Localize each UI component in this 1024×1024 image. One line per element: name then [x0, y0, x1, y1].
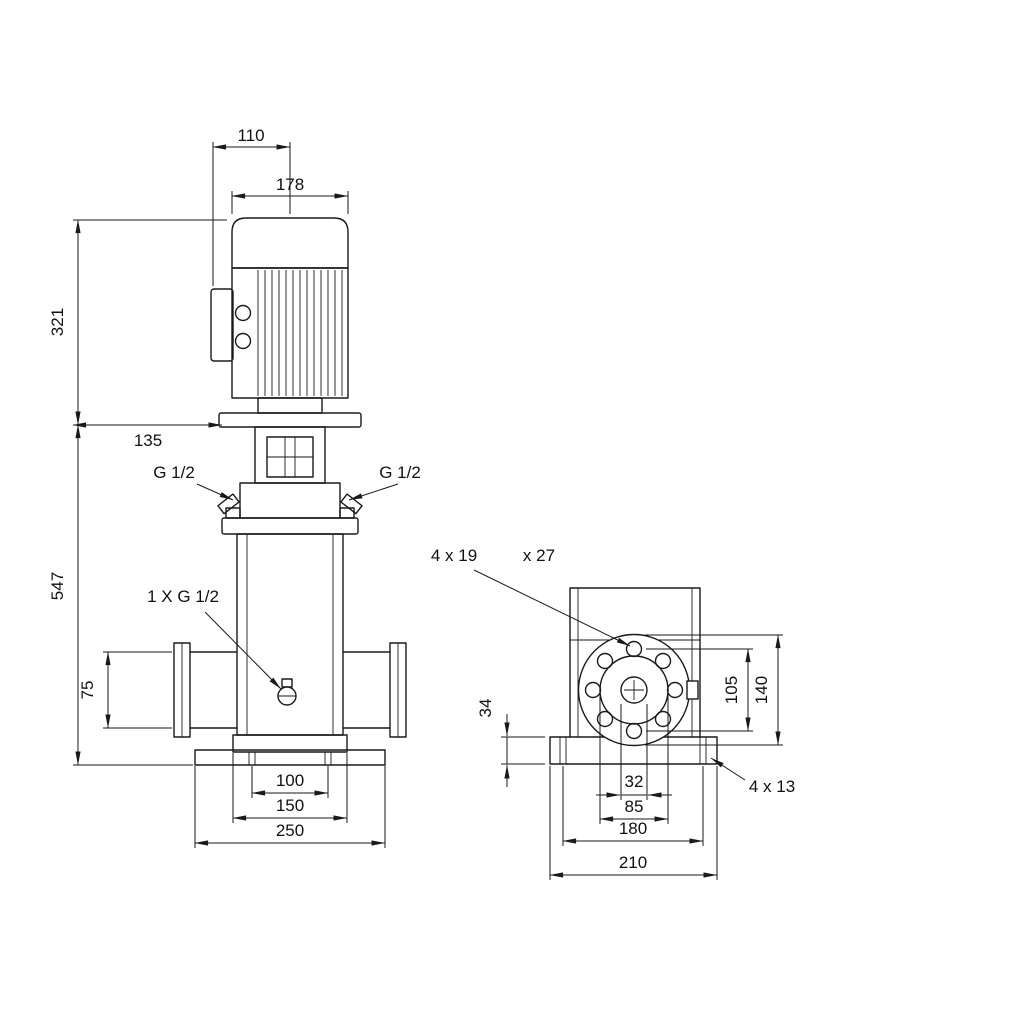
base-upper-plate — [232, 734, 348, 753]
pump-body-side — [569, 587, 701, 738]
staybolt-nut-left — [225, 507, 241, 519]
bolt-hole — [654, 710, 672, 728]
base — [194, 734, 386, 766]
head-flange — [221, 517, 359, 535]
terminal-box — [210, 288, 234, 362]
dim-135-label: 135 — [134, 431, 162, 450]
ext-75 — [103, 651, 172, 729]
bolt-hole — [654, 652, 672, 670]
base-feet — [194, 749, 386, 766]
pump-head-block — [239, 482, 341, 519]
ext-34 — [501, 736, 545, 765]
g12-right-label: G 1/2 — [379, 463, 421, 482]
dimensions-front: 110 178 321 135 547 75 100 150 250 — [48, 126, 421, 848]
bolt-hole — [596, 652, 614, 670]
discharge-flange-face — [577, 633, 699, 747]
dim-150-label: 150 — [276, 796, 304, 815]
base-bolt-holes-side — [559, 737, 707, 764]
ext-210 — [549, 766, 718, 880]
dim-110-label: 110 — [237, 126, 264, 145]
ext-110 — [212, 142, 291, 286]
ext-105 — [646, 648, 753, 732]
discharge-flange-right — [342, 642, 407, 738]
ext-180 — [562, 766, 704, 846]
base-bolt-slots — [248, 752, 332, 765]
center-mark — [624, 680, 644, 700]
dim-178-label: 178 — [276, 175, 304, 194]
ext-32 — [620, 704, 648, 800]
cable-entry-top — [234, 304, 252, 322]
flange-holes-cb-label: x 27 — [523, 546, 555, 565]
bolt-hole — [666, 681, 684, 699]
dim-32-label: 32 — [625, 772, 644, 791]
port-pipe-left — [189, 651, 238, 729]
motor-neck — [257, 397, 323, 414]
dim-100-label: 100 — [276, 771, 304, 790]
staybolt-nut-right — [339, 507, 355, 519]
raised-face-circle — [599, 655, 669, 725]
dim-180-label: 180 — [619, 819, 647, 838]
drain-label: 1 X G 1/2 — [147, 587, 219, 606]
ext-85 — [599, 694, 669, 824]
cable-entry-bottom — [234, 332, 252, 350]
bolt-hole — [625, 722, 643, 740]
dim-85-label: 85 — [625, 797, 644, 816]
coupling-shaft — [267, 437, 313, 477]
flange-holes-leader — [473, 569, 631, 647]
dim-250-label: 250 — [276, 821, 304, 840]
ext-150 — [232, 753, 348, 823]
dim-34-label: 34 — [476, 699, 495, 718]
bolt-hole — [596, 710, 614, 728]
drain-boss — [281, 678, 293, 688]
motor-flange-plate — [218, 412, 362, 428]
ext-250 — [194, 766, 386, 848]
dim-547-label: 547 — [48, 572, 67, 600]
flange-holes-label: 4 x 19 — [431, 546, 477, 565]
motor-fins — [257, 270, 343, 396]
dimensions-side: 4 x 19 x 27 34 105 140 32 85 180 — [431, 546, 795, 880]
motor — [210, 217, 349, 399]
body-outline-side — [569, 587, 701, 738]
drain-leader — [204, 611, 282, 690]
pump-head — [217, 482, 363, 535]
inner-sleeve-lines — [246, 534, 334, 735]
g12-left-leader — [196, 483, 234, 501]
g12-left-label: G 1/2 — [153, 463, 195, 482]
side-view: 4 x 19 x 27 34 105 140 32 85 180 — [431, 546, 795, 880]
front-view: 110 178 321 135 547 75 100 150 250 — [48, 126, 421, 848]
motor-top-cap — [231, 217, 349, 269]
g12-right-leader — [348, 483, 399, 501]
port-pipe-right — [342, 651, 391, 729]
motor-body — [231, 267, 349, 399]
drain-plug — [277, 678, 297, 706]
gauge-tapping — [686, 680, 699, 700]
coupling-housing — [254, 426, 326, 484]
dim-321-label: 321 — [48, 308, 67, 336]
dim-210-label: 210 — [619, 853, 647, 872]
base-holes-leader — [710, 757, 746, 781]
motor-stool — [218, 397, 362, 484]
vent-plug-left — [217, 493, 240, 515]
suction-flange-left — [173, 642, 238, 738]
bolt-hole — [584, 681, 602, 699]
dim-105-label: 105 — [722, 676, 741, 704]
base-holes-label: 4 x 13 — [749, 777, 795, 796]
bore-circle — [620, 676, 648, 704]
dim-75-label: 75 — [78, 681, 97, 700]
bolt-hole — [625, 640, 643, 658]
dim-140-label: 140 — [752, 676, 771, 704]
